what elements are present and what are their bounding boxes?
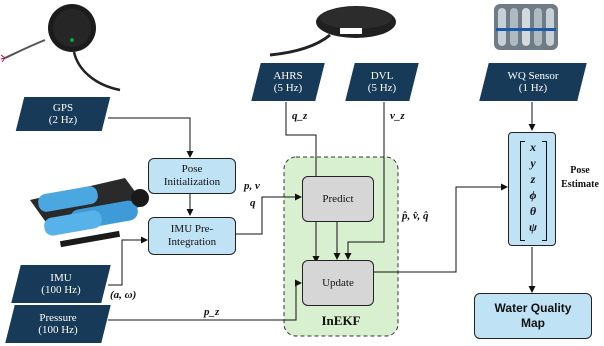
gps-to-pose-init-arrow [108, 117, 194, 158]
inekf-title: InEKF [321, 313, 361, 328]
dvl-sensor-image [269, 6, 396, 57]
pose-pitch: θ [529, 204, 537, 218]
wq-sensor-image [494, 4, 558, 50]
rov-vehicle-image [30, 178, 149, 248]
wq-sensor-node: WQ Sensor (1 Hz) [479, 63, 587, 101]
gps-sensor-label: GPS (2 Hz) [48, 102, 78, 126]
imu-sensor-node: IMU (100 Hz) [11, 265, 111, 303]
gps-receiver-image [0, 4, 121, 92]
imu-to-preint-arrow [108, 236, 148, 286]
pose-roll: ϕ [529, 188, 537, 202]
preint-to-predict-arrow [236, 193, 302, 235]
pressure-sensor-label: Pressure (100 Hz) [38, 312, 78, 336]
estimates-label: p̂, v̂, q̂ [402, 210, 429, 222]
ahrs-sensor-node: AHRS (5 Hz) [251, 63, 325, 101]
dvl-to-update-arrow [344, 102, 385, 260]
update-to-estimate-arrow [373, 183, 508, 273]
pressure-to-update-arrow [108, 279, 302, 321]
dvl-sensor-label: DVL (5 Hz) [367, 70, 397, 94]
pose-y: y [530, 156, 536, 170]
pv-label: p, v [244, 180, 260, 192]
pose-estimate-label: Pose Estimate [561, 165, 599, 190]
qz-label: q_z [292, 110, 308, 122]
pose-z: z [530, 172, 536, 186]
water-quality-map-block: Water Quality Map [474, 293, 592, 339]
gps-sensor-node: GPS (2 Hz) [15, 97, 111, 131]
q-label: q [250, 197, 256, 209]
pose-x: x [530, 140, 536, 154]
pose-estimate-vector: x y z ϕ θ ψ [508, 132, 556, 246]
predict-block: Predict [302, 176, 374, 222]
imu-preintegration-block: IMU Pre- Integration [148, 217, 236, 255]
pz-label: p_z [204, 306, 220, 318]
pose-yaw: ψ [528, 220, 537, 234]
vz-label: v_z [390, 110, 405, 122]
imu-sensor-label: IMU (100 Hz) [41, 272, 81, 296]
update-block: Update [302, 260, 374, 306]
wq-sensor-label: WQ Sensor (1 Hz) [507, 70, 559, 94]
pose-initialization-block: Pose Initialization [148, 158, 236, 194]
pose-vector-bracket-right [542, 141, 547, 241]
imu-signal-label: (a, ω) [110, 289, 137, 301]
ahrs-sensor-label: AHRS (5 Hz) [273, 70, 303, 94]
pose-vector-bracket-left [520, 141, 525, 241]
pressure-sensor-node: Pressure (100 Hz) [5, 305, 111, 343]
dvl-sensor-node: DVL (5 Hz) [345, 63, 419, 101]
